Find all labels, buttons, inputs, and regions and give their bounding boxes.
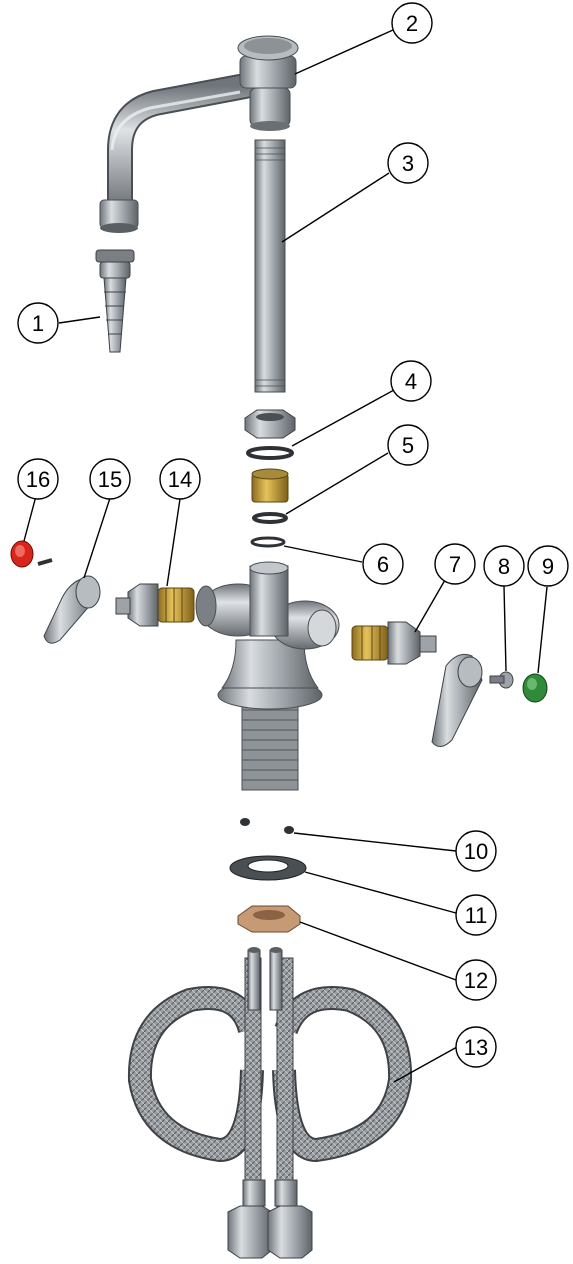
part-6-o-ring [250,536,286,548]
callout-5-number: 5 [402,433,414,458]
leader-5 [285,452,389,515]
part-9-green-index-button [522,673,548,703]
callout-11: 11 [455,894,497,936]
leader-14 [166,498,181,587]
callout-15: 15 [89,458,131,500]
leader-10 [293,832,457,852]
callout-10: 10 [455,830,497,872]
leader-13 [393,1046,458,1083]
part-4-nut-and-washer [244,409,296,460]
faucet-body [195,561,340,791]
callout-7-number: 7 [449,552,461,577]
callout-1-number: 1 [32,311,44,336]
callout-14: 14 [159,458,201,500]
part-15-left-lever-handle [37,558,101,644]
part-16-red-index-button [10,540,34,568]
callout-14-number: 14 [168,467,192,492]
callout-10-number: 10 [464,839,488,864]
callout-6: 6 [362,543,404,585]
callout-2-number: 2 [406,11,418,36]
part-12-locknut [237,905,301,933]
callout-2: 2 [391,2,433,44]
callout-11-number: 11 [465,903,488,928]
callout-9-number: 9 [542,554,554,579]
callout-6-number: 6 [377,552,389,577]
part-8-handle-screw [489,671,514,689]
part-5-brass-sleeve-and-washer [251,468,289,524]
callout-15-number: 15 [98,467,122,492]
part-13-supply-hoses [127,947,413,1259]
callout-4-number: 4 [405,369,417,394]
part-7-right-cartridge [351,621,437,665]
leader-3 [281,172,390,243]
callout-3: 3 [387,142,429,184]
part-1-serrated-tip [95,249,135,353]
callout-5: 5 [387,424,429,466]
callout-16-number: 16 [26,467,50,492]
leader-12 [299,921,457,981]
leader-1 [58,316,101,324]
part-11-flat-washer [229,855,307,881]
callout-12: 12 [455,959,497,1001]
callout-4: 4 [390,360,432,402]
callout-13: 13 [455,1026,497,1068]
part-14-left-cartridge [115,583,195,627]
leader-7 [414,579,446,633]
leader-4 [291,389,395,447]
part-10-small-nuts [240,818,294,834]
leader-8 [503,585,507,672]
callout-9: 9 [527,545,569,587]
callout-8: 8 [483,545,525,587]
leader-lines [23,29,548,1083]
part-2-swivel-gooseneck [99,35,299,233]
leader-16 [23,495,37,542]
leader-6 [283,545,363,563]
part-3-riser-tube [254,139,286,393]
right-lever-handle [431,653,483,747]
callout-12-number: 12 [464,968,488,993]
callout-1: 1 [17,302,59,344]
callout-7: 7 [434,543,476,585]
leader-2 [294,29,394,75]
callout-8-number: 8 [498,554,510,579]
leader-11 [304,871,457,914]
callout-16: 16 [17,458,59,500]
leader-9 [537,586,548,674]
callout-3-number: 3 [402,151,414,176]
leader-15 [83,497,111,579]
callout-13-number: 13 [464,1035,488,1060]
